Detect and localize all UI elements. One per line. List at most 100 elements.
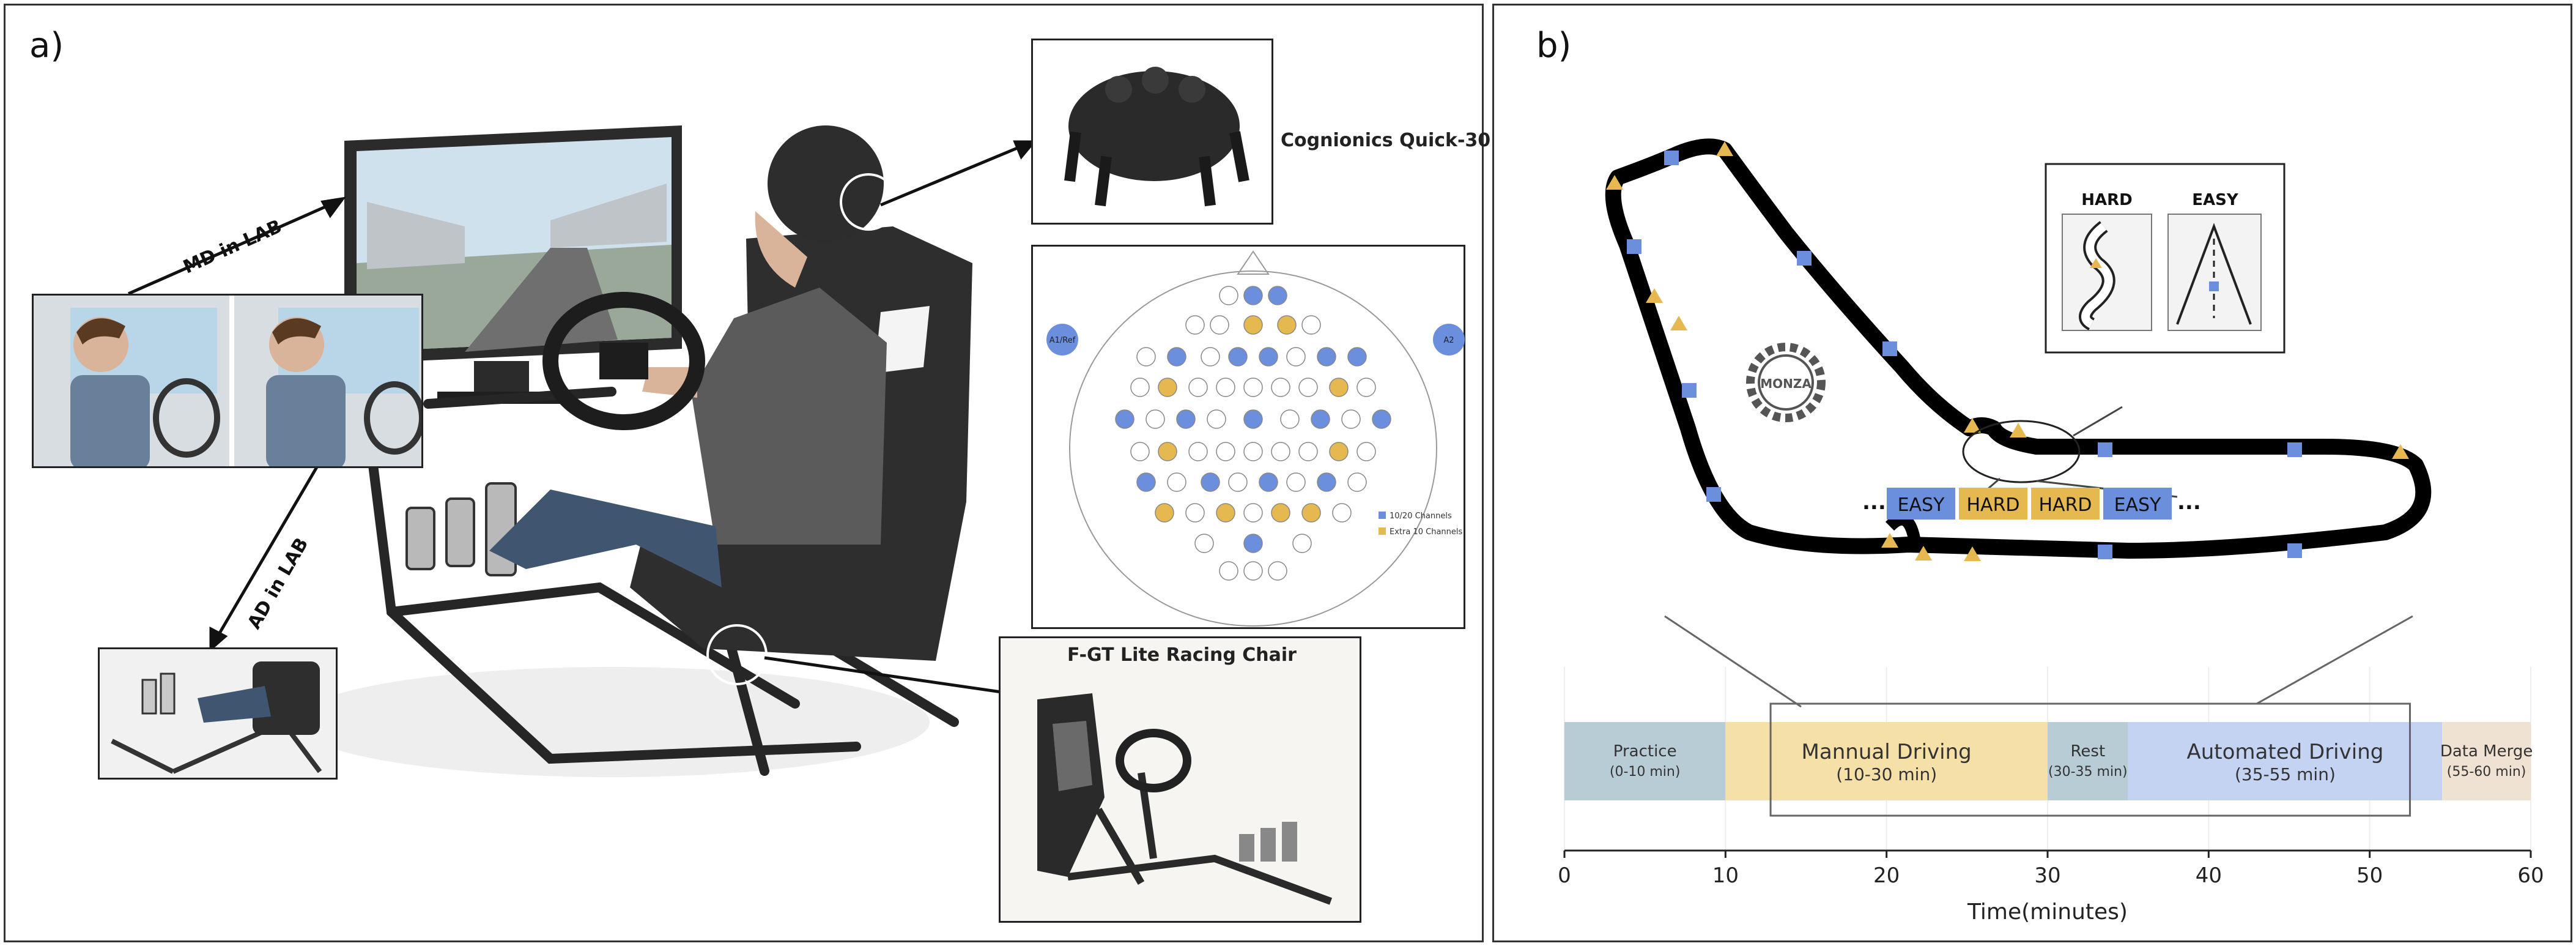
legend-extra-swatch xyxy=(1379,527,1386,535)
driver-person xyxy=(489,125,897,587)
eeg-electrode xyxy=(1259,347,1278,367)
eeg-electrode xyxy=(1271,503,1290,523)
hard-marker xyxy=(1716,141,1733,156)
hard-marker xyxy=(1670,316,1687,330)
monza-logo: MONZA xyxy=(1746,343,1826,422)
hard-marker xyxy=(2392,444,2409,459)
legend-1020-swatch xyxy=(1379,512,1386,519)
easy-marker xyxy=(1664,151,1679,165)
eeg-electrode xyxy=(1216,503,1235,523)
hard-marker xyxy=(1915,546,1932,561)
monitor xyxy=(344,125,682,404)
eeg-electrode xyxy=(1292,534,1312,553)
eeg-electrode xyxy=(1347,347,1367,367)
easy-marker xyxy=(1627,239,1641,254)
sequence-box-label: EASY xyxy=(2114,494,2162,516)
eeg-electrode xyxy=(1268,561,1287,581)
sequence-box xyxy=(1959,488,2027,520)
left-ref-label: A1/Ref xyxy=(1049,336,1076,345)
x-tick-label: 50 xyxy=(2356,863,2383,888)
eeg-electrode xyxy=(1219,561,1238,581)
sequence-dots-right: ... xyxy=(2177,490,2201,515)
racing-chair-image xyxy=(1037,693,1333,905)
eeg-electrode xyxy=(1356,442,1376,461)
phase-range: (35-55 min) xyxy=(2235,764,2336,784)
phase-bar xyxy=(1564,722,1726,800)
easy-marker xyxy=(1706,487,1721,502)
x-tick-label: 30 xyxy=(2034,863,2060,888)
ad-label: AD in LAB xyxy=(243,534,313,633)
eeg-electrode xyxy=(1155,503,1174,523)
eeg-electrode xyxy=(1243,286,1263,305)
automated-driving-inset xyxy=(98,647,338,780)
left-ref-electrode xyxy=(1046,324,1078,356)
eeg-electrode xyxy=(1271,442,1290,461)
eeg-electrode xyxy=(1167,347,1186,367)
monza-track xyxy=(1605,138,2432,559)
right-ref-label: A2 xyxy=(1443,336,1454,345)
eeg-electrode xyxy=(1311,409,1330,429)
eeg-electrode xyxy=(1188,378,1208,397)
eeg-electrode xyxy=(1271,378,1290,397)
panel-a-label: a) xyxy=(29,26,64,65)
eeg-electrode xyxy=(1356,378,1376,397)
phase-range: (0-10 min) xyxy=(1610,764,1681,780)
sequence-box xyxy=(2031,488,2100,520)
easy-title: EASY xyxy=(2192,191,2239,209)
eeg-electrode xyxy=(1286,347,1306,367)
md-label: MD in LAB xyxy=(180,215,285,278)
eeg-electrode xyxy=(1277,315,1297,335)
eeg-electrode xyxy=(1243,409,1263,429)
eeg-electrode xyxy=(1243,534,1263,553)
phase-name: Mannual Driving xyxy=(1802,740,1972,764)
sequence-box xyxy=(1887,488,1955,520)
phase-name: Rest xyxy=(2071,742,2106,761)
eeg-electrode xyxy=(1194,534,1214,553)
sequence-box-label: HARD xyxy=(2038,494,2092,516)
eeg-electrode xyxy=(1146,409,1165,429)
phase-bar xyxy=(2048,722,2128,800)
timeline-chart: Practice (0-10 min) Mannual Driving(10-30 … xyxy=(1558,667,2544,925)
eeg-electrode xyxy=(1115,409,1134,429)
eeg-electrode xyxy=(1243,442,1263,461)
eeg-electrode xyxy=(1243,561,1263,581)
panel-b-label: b) xyxy=(1536,26,1572,65)
eeg-electrode xyxy=(1280,409,1300,429)
easy-marker xyxy=(1797,251,1812,266)
eeg-electrode xyxy=(1158,378,1177,397)
eeg-electrode xyxy=(1216,378,1235,397)
easy-marker xyxy=(2287,543,2302,558)
headset-label: Cognionics Quick-30 xyxy=(1281,130,1491,151)
eeg-electrode xyxy=(1332,503,1352,523)
legend-1020-label: 10/20 Channels xyxy=(1390,512,1452,521)
eeg-electrode xyxy=(1136,472,1156,492)
eeg-electrode xyxy=(1188,442,1208,461)
legend-extra-label: Extra 10 Channels xyxy=(1390,527,1462,537)
phase-range: (10-30 min) xyxy=(1836,764,1937,784)
eeg-electrode xyxy=(1158,442,1177,461)
easy-marker xyxy=(1882,341,1897,356)
eeg-electrode xyxy=(1243,503,1263,523)
phase-name: Practice xyxy=(1613,742,1677,761)
pedals xyxy=(405,482,517,576)
eeg-electrode xyxy=(1201,472,1220,492)
phase-name: Data Merge xyxy=(2440,742,2533,761)
phase-range: (55-60 min) xyxy=(2447,764,2526,780)
eeg-electrode xyxy=(1317,472,1336,492)
hard-marker xyxy=(1606,175,1623,190)
sequence-box-label: EASY xyxy=(1898,494,1945,516)
eeg-electrode xyxy=(1130,378,1150,397)
phase-bar xyxy=(1725,722,2048,800)
easy-marker xyxy=(2098,442,2112,457)
sequence-box-label: HARD xyxy=(1966,494,2019,516)
eeg-electrode xyxy=(1329,378,1349,397)
eeg-electrode xyxy=(1219,286,1238,305)
eeg-electrode xyxy=(1259,472,1278,492)
phase-name: Automated Driving xyxy=(2186,740,2383,764)
steering-wheel xyxy=(542,292,705,430)
headset-inset xyxy=(1031,39,1273,225)
hard-marker xyxy=(1646,288,1663,303)
hard-marker xyxy=(2010,423,2027,438)
eeg-electrode xyxy=(1185,315,1205,335)
